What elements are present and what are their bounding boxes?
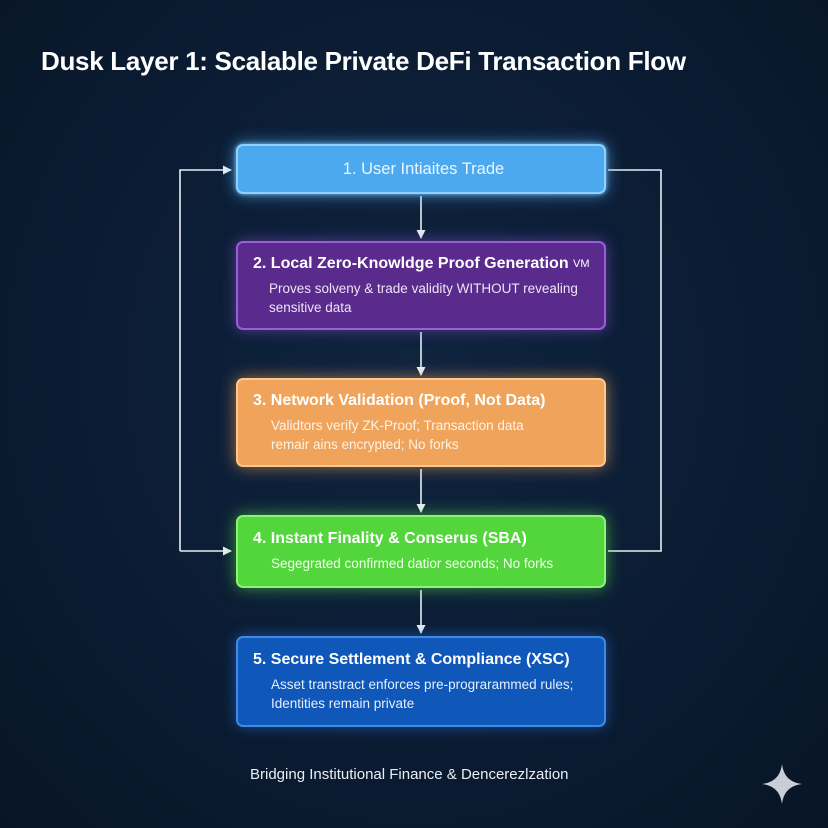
step-4-description: Segegrated confirmed datior seconds; No … — [271, 556, 554, 571]
step-1-heading: 1. User Intiaites Trade — [342, 159, 505, 178]
diagram-title: Dusk Layer 1: Scalable Private DeFi Tran… — [41, 46, 686, 76]
step-5-secure-settlement: 5. Secure Settlement & Compliance (XSC) … — [236, 636, 606, 727]
step-1-user-initiates-trade: 1. User Intiaites Trade — [236, 144, 606, 194]
step-3-network-validation: 3. Network Validation (Proof, Not Data) … — [236, 378, 606, 467]
sparkle-icon — [762, 764, 802, 804]
step-4-heading: 4. Instant Finality & Conserus (SBA) — [253, 530, 527, 547]
step-3-heading: 3. Network Validation (Proof, Not Data) — [253, 391, 546, 409]
left-loop-to-step1 — [179, 165, 232, 551]
step-2-heading: 2. Local Zero-Knowldge Proof Generation … — [253, 255, 594, 273]
step-2-badge: VM — [573, 257, 590, 270]
step-5-description: Asset transtract enforces pre-prograramm… — [271, 676, 574, 711]
step-2-proof-generation: 2. Local Zero-Knowldge Proof Generation … — [236, 241, 606, 330]
step-2-description: Proves solveny & trade validity WITHOUT … — [269, 280, 578, 315]
step-5-heading: 5. Secure Settlement & Compliance (XSC) — [253, 650, 570, 668]
right-loop-line — [608, 169, 662, 552]
step-3-description: Validtors verify ZK-Proof; Transaction d… — [271, 417, 524, 452]
footer-caption: Bridging Institutional Finance & Dencere… — [250, 766, 569, 783]
step-4-instant-finality: 4. Instant Finality & Conserus (SBA) Seg… — [236, 515, 606, 588]
step-2-heading-text: 2. Local Zero-Knowldge Proof Generation — [253, 254, 569, 272]
